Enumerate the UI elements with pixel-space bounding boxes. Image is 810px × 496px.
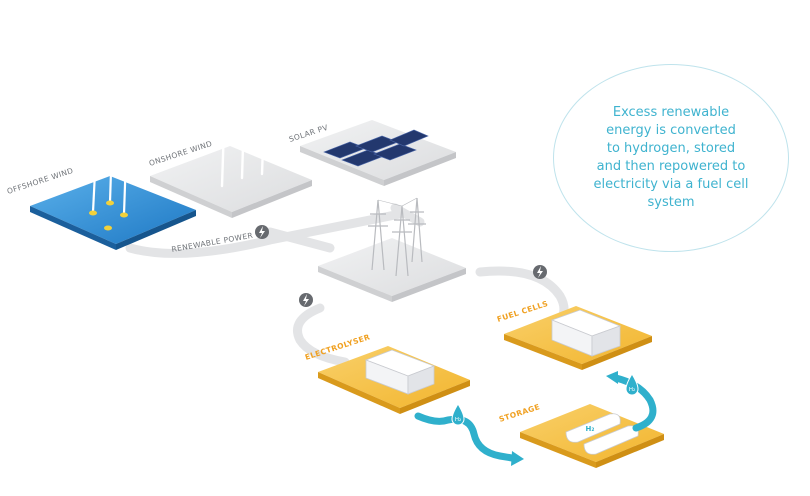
transmission-towers bbox=[368, 197, 426, 277]
callout-text: Excess renewable energy is converted to … bbox=[593, 105, 749, 210]
hydrogen-drop-icon: H₂ bbox=[625, 373, 639, 396]
hydrogen-tank-mark: H₂ bbox=[586, 425, 595, 433]
solar-panels bbox=[323, 129, 429, 167]
callout-bubble: Excess renewable energy is converted to … bbox=[553, 64, 789, 252]
offshore-wind-turbines bbox=[68, 114, 142, 216]
electrolyser-container bbox=[364, 349, 436, 395]
hydrogen-badge-label: H₂ bbox=[629, 387, 635, 393]
hydrogen-arrowhead-storage bbox=[511, 451, 524, 466]
grid-to-electrolyser-flow bbox=[293, 303, 350, 367]
offshore-wind-platform bbox=[30, 176, 196, 250]
hydrogen-drop-icon: H₂ bbox=[451, 403, 465, 426]
label-storage: STORAGE bbox=[498, 402, 541, 424]
grid-platform bbox=[318, 238, 466, 302]
fuel-cell-container bbox=[550, 309, 622, 357]
label-offshore-wind: OFFSHORE WIND bbox=[6, 166, 75, 196]
hydrogen-arrowhead-fuel-cells bbox=[606, 371, 618, 384]
hydrogen-storage-tanks bbox=[565, 413, 639, 455]
storage-tank-label: H₂ bbox=[586, 425, 595, 433]
lightning-bolt-icon bbox=[255, 225, 269, 239]
lightning-bolt-icon bbox=[533, 265, 547, 279]
lightning-bolt-icon bbox=[299, 293, 313, 307]
hydrogen-badge-label: H₂ bbox=[455, 417, 461, 423]
turbine-foundations bbox=[89, 200, 128, 231]
onshore-wind-platform bbox=[150, 146, 312, 218]
hydrogen-flow-to-storage bbox=[414, 412, 516, 462]
onshore-wind-turbines bbox=[194, 86, 274, 188]
